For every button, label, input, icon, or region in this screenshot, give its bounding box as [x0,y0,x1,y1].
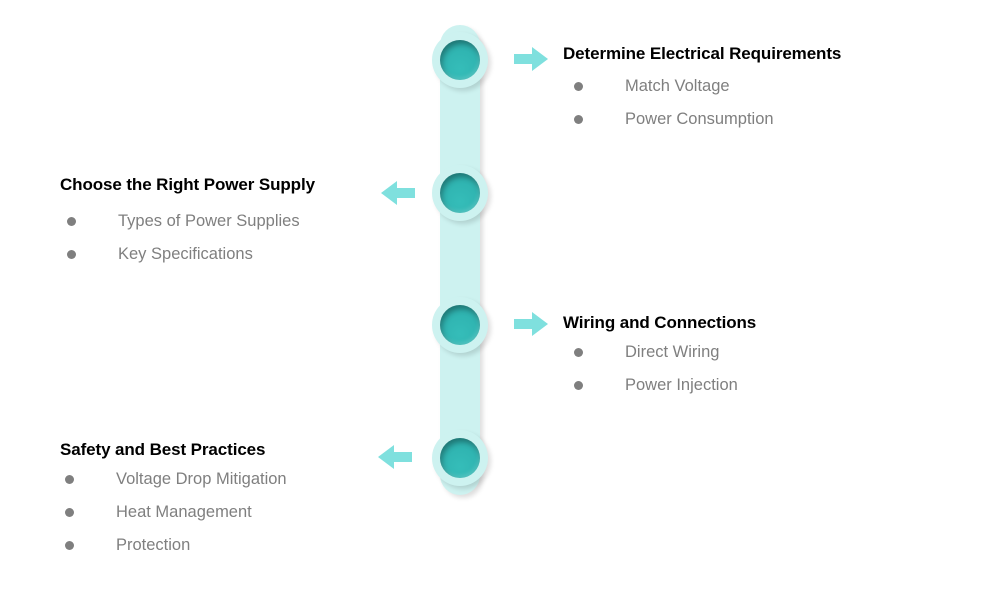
step-bullet-list: Voltage Drop Mitigation Heat Management … [65,463,287,562]
step-bullet-list: Match Voltage Power Consumption [574,70,841,136]
bullet-dot-icon [67,217,76,226]
timeline-node-1[interactable] [440,40,480,80]
list-item: Heat Management [65,496,287,529]
timeline-step-3: Wiring and Connections Direct Wiring Pow… [563,313,756,402]
bullet-dot-icon [65,475,74,484]
bullet-label: Match Voltage [625,77,730,95]
list-item: Direct Wiring [574,336,756,369]
step-bullet-list: Direct Wiring Power Injection [574,336,756,402]
step-title: Wiring and Connections [563,313,757,332]
bullet-dot-icon [65,508,74,517]
arrow-right-icon [514,311,548,337]
bullet-dot-icon [574,115,583,124]
timeline-spine [432,25,488,495]
list-item: Match Voltage [574,70,841,103]
step-title: Choose the Right Power Supply [60,175,315,194]
timeline-node-3[interactable] [440,305,480,345]
bullet-dot-icon [65,541,74,550]
bullet-dot-icon [574,348,583,357]
step-title: Safety and Best Practices [60,440,266,459]
bullet-label: Types of Power Supplies [118,212,300,230]
bullet-label: Power Injection [625,376,738,394]
bullet-label: Protection [116,536,191,554]
list-item: Protection [65,529,287,562]
bullet-dot-icon [574,381,583,390]
step-title: Determine Electrical Requirements [563,44,842,63]
bullet-label: Power Consumption [625,110,774,128]
arrow-left-icon [381,180,415,206]
bullet-dot-icon [67,250,76,259]
list-item: Power Injection [574,369,756,402]
list-item: Voltage Drop Mitigation [65,463,287,496]
arrow-left-icon [378,444,412,470]
bullet-label: Voltage Drop Mitigation [116,470,287,488]
timeline-step-2: Choose the Right Power Supply Types of P… [60,175,315,271]
list-item: Power Consumption [574,103,841,136]
spine-bar [440,25,480,495]
bullet-label: Key Specifications [118,245,253,263]
timeline-node-4[interactable] [440,438,480,478]
bullet-label: Heat Management [116,503,252,521]
timeline-node-2[interactable] [440,173,480,213]
bullet-dot-icon [574,82,583,91]
list-item: Key Specifications [67,238,315,271]
timeline-step-4: Safety and Best Practices Voltage Drop M… [60,440,287,562]
list-item: Types of Power Supplies [67,205,315,238]
step-bullet-list: Types of Power Supplies Key Specificatio… [67,205,315,271]
arrow-right-icon [514,46,548,72]
timeline-step-1: Determine Electrical Requirements Match … [563,44,841,136]
bullet-label: Direct Wiring [625,343,720,361]
